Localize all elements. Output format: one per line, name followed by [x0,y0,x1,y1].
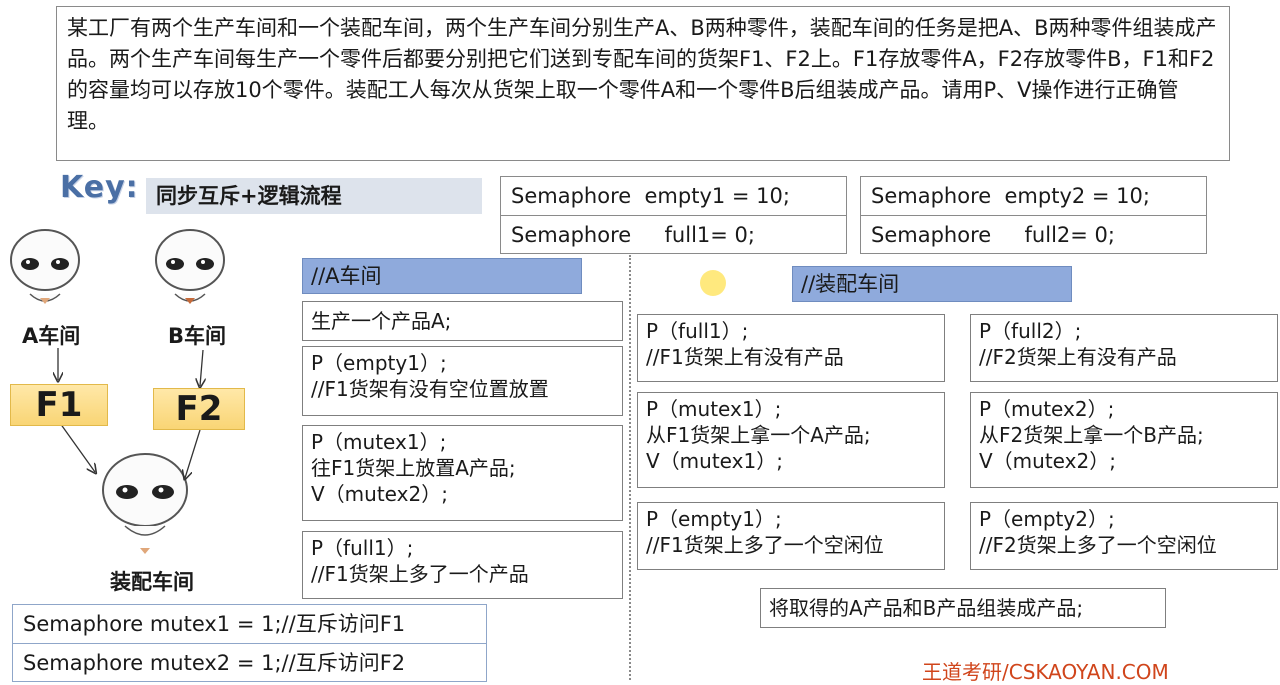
key-label: Key: [60,170,139,205]
workshop-b-label: B车间 [168,324,227,348]
semaphore-mutex2: Semaphore mutex2 = 1;//互斥访问F2 [13,643,486,681]
semaphore-mutex1: Semaphore mutex1 = 1;//互斥访问F1 [23,612,406,636]
shelf-f2: F2 [153,388,245,430]
mouse-cursor-icon [700,270,726,296]
asm-left-p-full1: P（full1）; //F1货架上有没有产品 [637,314,945,382]
worker-b-face-icon [155,229,225,304]
assembly-label: 装配车间 [110,570,194,594]
semaphore-table-2: Semaphore empty2 = 10; Semaphore full2= … [860,176,1207,254]
a-step-v-full1: P（full1）; //F1货架上多了一个产品 [302,531,623,599]
column-divider [629,255,631,680]
a-step-produce: 生产一个产品A; [302,301,623,341]
shelf-f1: F1 [10,384,108,426]
asm-right-v-empty2: P（empty2）; //F2货架上多了一个空闲位 [970,502,1278,570]
a-step-put-f1: P（mutex1）; 往F1货架上放置A产品; V（mutex2）; [302,425,623,521]
semaphore-empty2: Semaphore empty2 = 10; [871,184,1150,208]
semaphore-empty1: Semaphore empty1 = 10; [511,184,790,208]
semaphore-table-1: Semaphore empty1 = 10; Semaphore full1= … [500,176,847,254]
credit-text: 王道考研/CSKAOYAN.COM [922,660,1169,684]
a-step-p-empty1: P（empty1）; //F1货架有没有空位置放置 [302,346,623,416]
mutex-semaphore-box: Semaphore mutex1 = 1;//互斥访问F1 Semaphore … [12,604,487,682]
asm-final-assemble: 将取得的A产品和B产品组装成产品; [760,588,1166,628]
problem-statement: 某工厂有两个生产车间和一个装配车间，两个生产车间分别生产A、B两种零件，装配车间… [56,6,1230,161]
semaphore-full2: Semaphore full2= 0; [861,215,1206,253]
semaphore-full1: Semaphore full1= 0; [501,215,846,253]
workshop-a-label: A车间 [22,324,81,348]
assembly-worker-face-icon [102,453,188,554]
asm-right-p-full2: P（full2）; //F2货架上有没有产品 [970,314,1278,382]
asm-left-v-empty1: P（empty1）; //F1货架上多了一个空闲位 [637,502,945,570]
worker-a-face-icon [10,229,80,304]
a-workshop-header: //A车间 [302,258,582,294]
workflow-diagram [10,229,225,554]
key-title: 同步互斥+逻辑流程 [146,178,482,214]
asm-left-take-a: P（mutex1）; 从F1货架上拿一个A产品; V（mutex1）; [637,392,945,488]
assembly-workshop-header: //装配车间 [792,266,1072,302]
asm-right-take-b: P（mutex2）; 从F2货架上拿一个B产品; V（mutex2）; [970,392,1278,488]
